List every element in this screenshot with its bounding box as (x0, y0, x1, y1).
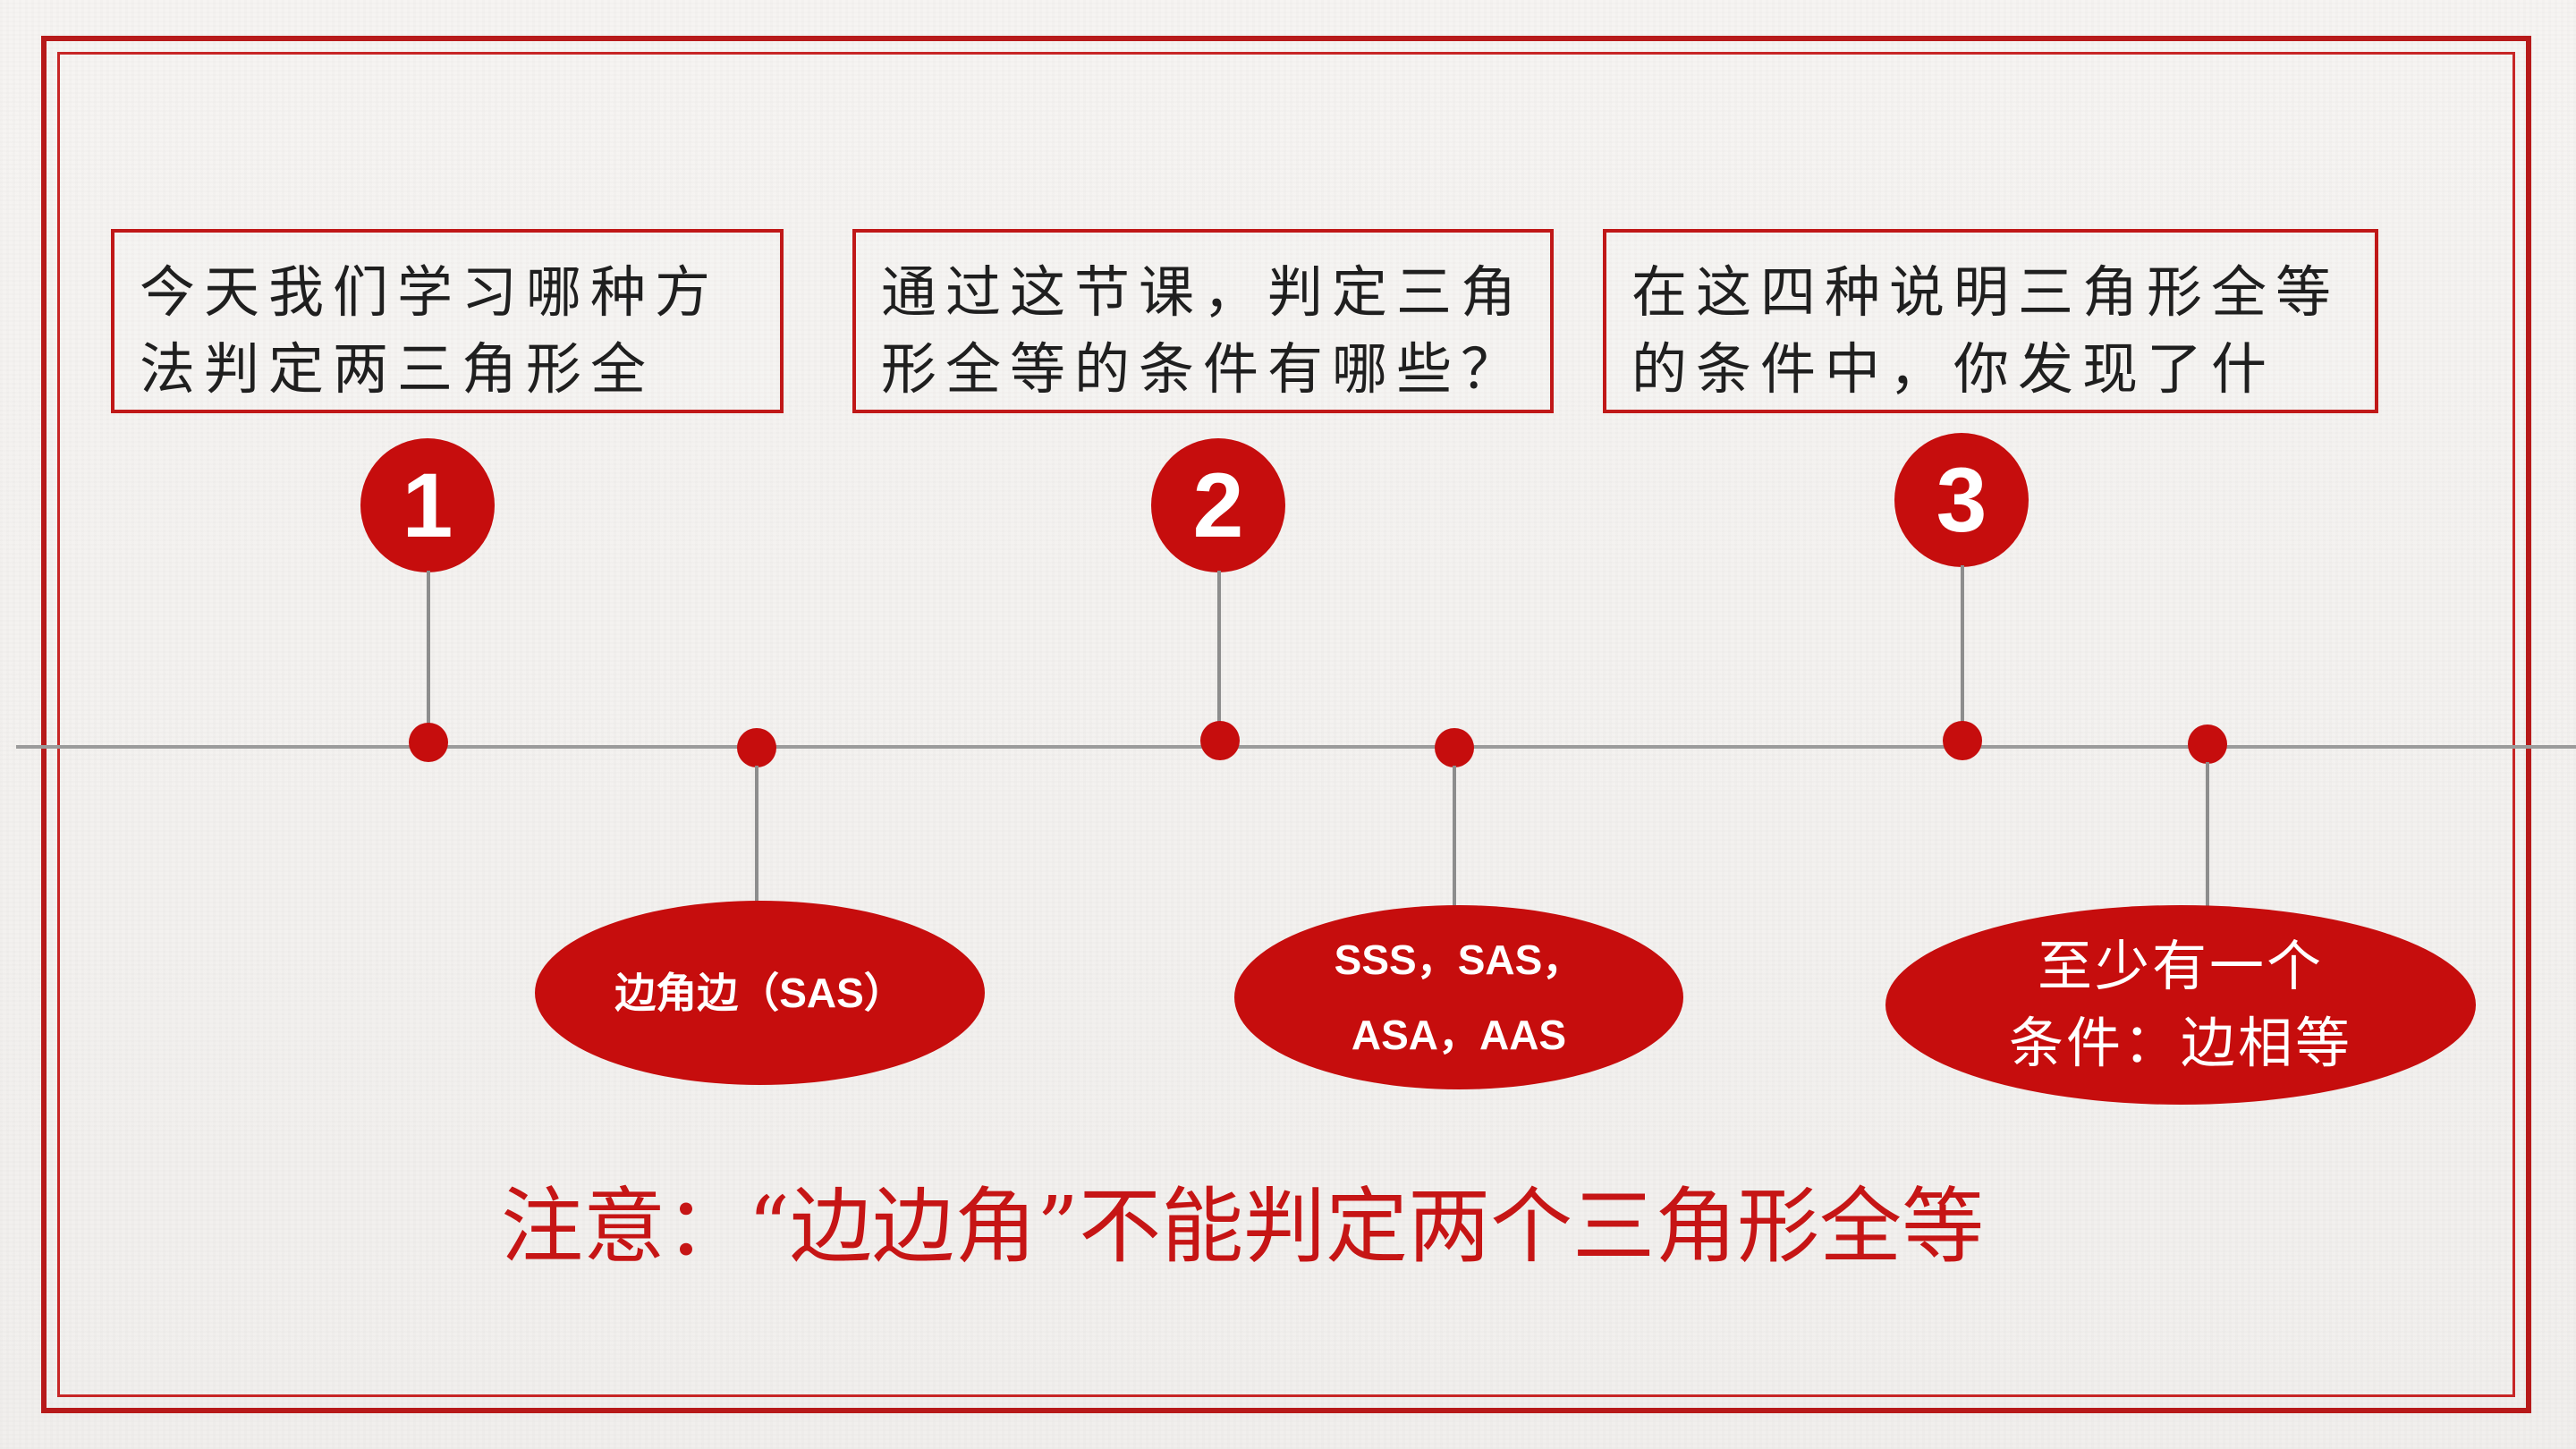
outer-frame (41, 36, 2531, 1413)
answer-text-2: SSS，SAS， ASA，AAS (1334, 936, 1584, 1058)
timeline-dot-5 (1943, 721, 1982, 760)
timeline-dot-4 (1435, 728, 1474, 767)
answer-connector-2 (1453, 766, 1456, 914)
notice-text: 注意：“边边角”不能判定两个三角形全等 (501, 1179, 1985, 1275)
step-number-2: 2 (1151, 438, 1285, 572)
answer-bubble-3: 至少有一个 条件：边相等 (1885, 905, 2476, 1105)
answer-bubble-1: 边角边（SAS） (535, 901, 985, 1085)
timeline-dot-2 (737, 728, 776, 767)
timeline-dot-3 (1200, 721, 1240, 760)
answer-connector-3 (2206, 762, 2209, 911)
timeline-dot-6 (2188, 724, 2227, 764)
step-number-3: 3 (1894, 433, 2029, 567)
inner-frame (57, 52, 2515, 1397)
question-box-1: 今天我们学习哪种方 法判定两三角形全等？ (111, 229, 784, 413)
timeline-line (16, 745, 2576, 749)
answer-text-3: 至少有一个 条件：边相等 (2008, 934, 2352, 1075)
step-number-1: 1 (360, 438, 495, 572)
answer-connector-1 (755, 766, 758, 902)
answer-text-1: 边角边（SAS） (614, 970, 905, 1016)
answer-bubble-2: SSS，SAS， ASA，AAS (1234, 905, 1683, 1089)
question-box-3: 在这四种说明三角形全等 的条件中，你发现了什么？ (1603, 229, 2378, 413)
timeline-dot-1 (409, 723, 448, 762)
step-connector-2 (1217, 571, 1221, 739)
step-connector-1 (427, 571, 430, 739)
question-box-2: 通过这节课，判定三角 形全等的条件有哪些？ (852, 229, 1554, 413)
step-connector-3 (1961, 565, 1964, 739)
